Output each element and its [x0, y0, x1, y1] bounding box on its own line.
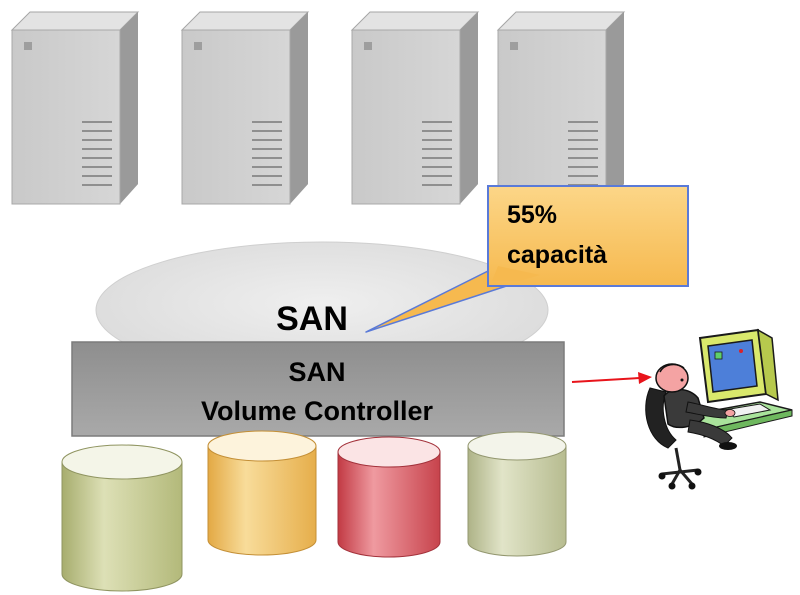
administrator-at-computer-icon — [645, 328, 793, 490]
san-label: SAN — [276, 300, 348, 338]
callout-percent: 55% — [507, 201, 557, 229]
disk-olive — [467, 431, 567, 557]
callout-capacity-label: capacità — [507, 241, 607, 269]
volume-controller-bar — [71, 341, 565, 437]
controller-line2: Volume Controller — [201, 396, 434, 426]
management-arrow — [571, 372, 652, 384]
capacity-callout — [487, 185, 689, 287]
server-3 — [350, 11, 480, 205]
server-2 — [180, 11, 310, 205]
disk-orange — [207, 430, 317, 556]
disk-red — [337, 436, 441, 558]
controller-line1: SAN — [288, 357, 345, 387]
server-1 — [10, 11, 140, 205]
disk-green — [61, 444, 183, 592]
server-4 — [496, 11, 626, 205]
